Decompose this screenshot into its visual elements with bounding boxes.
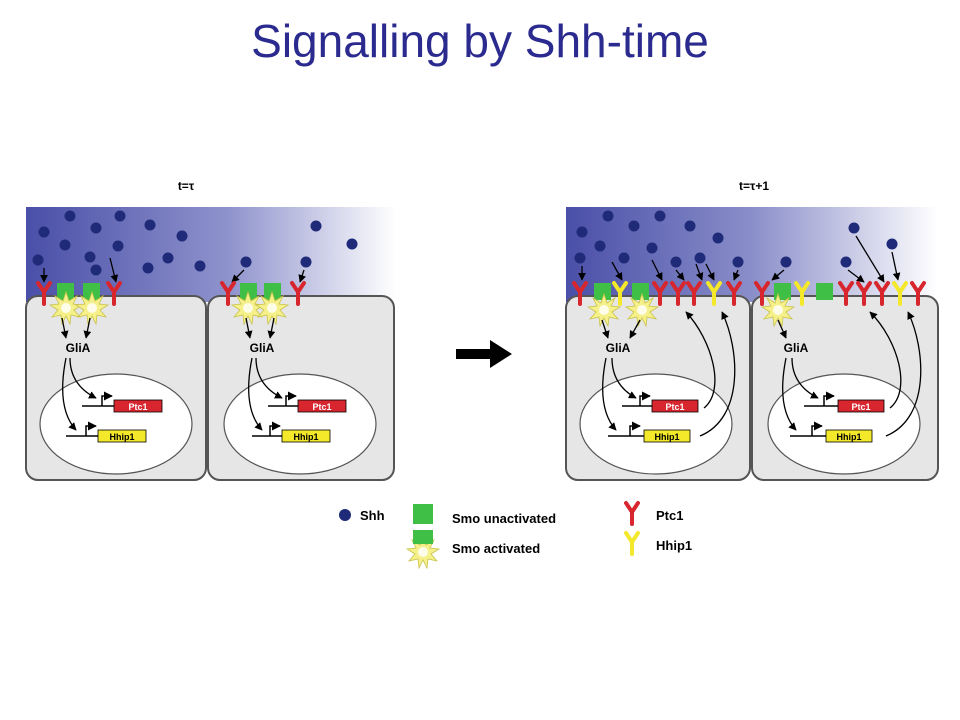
- ptc1-icon: [624, 501, 640, 526]
- svg-text:Ptc1: Ptc1: [665, 402, 684, 412]
- svg-text:Hhip1: Hhip1: [109, 432, 134, 442]
- gene-hhip1: Hhip1: [790, 421, 873, 443]
- shh-legend-icon: [339, 509, 351, 521]
- svg-text:Ptc1: Ptc1: [128, 402, 147, 412]
- svg-text:Hhip1: Hhip1: [836, 432, 861, 442]
- gene-ptc1: Ptc1: [804, 391, 885, 413]
- glia-label: GliA: [784, 341, 809, 355]
- panel-right-label: t=τ+1: [739, 179, 769, 193]
- shh-particles-left: [32, 210, 358, 276]
- nucleus-right-1: [579, 373, 733, 475]
- legend-smo-activated: Smo activated: [452, 541, 540, 556]
- svg-text:Ptc1: Ptc1: [851, 402, 870, 412]
- time-step-arrow: [456, 340, 512, 368]
- legend-shh: Shh: [360, 508, 385, 523]
- shh-gradient-left: [26, 207, 396, 302]
- panel-left: t=τ: [25, 179, 396, 481]
- legend-smo-unactivated: Smo unactivated: [452, 511, 556, 526]
- svg-text:Hhip1: Hhip1: [654, 432, 679, 442]
- legend: Shh Smo unactivated Smo activated Ptc1 H…: [339, 501, 692, 569]
- gene-hhip1: Hhip1: [252, 421, 331, 443]
- hhip1-icon: [624, 531, 640, 556]
- glia-label: GliA: [66, 341, 91, 355]
- panel-right: t=τ+1: [565, 179, 939, 481]
- gene-hhip1: Hhip1: [608, 421, 691, 443]
- gene-ptc1: Ptc1: [622, 391, 699, 413]
- glia-label: GliA: [250, 341, 275, 355]
- smo-activated-icon: [406, 530, 440, 569]
- legend-hhip1: Hhip1: [656, 538, 692, 553]
- glia-label: GliA: [606, 341, 631, 355]
- gene-ptc1: Ptc1: [82, 391, 163, 413]
- panel-left-label: t=τ: [178, 179, 195, 193]
- smo-unactivated-icon: [413, 504, 433, 524]
- slide-title: Signalling by Shh-time: [251, 15, 709, 67]
- svg-text:Hhip1: Hhip1: [293, 432, 318, 442]
- gene-ptc1: Ptc1: [268, 391, 347, 413]
- nucleus-left-2: [223, 373, 377, 475]
- nucleus-right-2: [767, 373, 921, 475]
- shh-particles-right: [574, 210, 898, 268]
- nucleus-left-1: [39, 373, 193, 475]
- gene-hhip1: Hhip1: [66, 421, 147, 443]
- legend-ptc1: Ptc1: [656, 508, 683, 523]
- svg-text:Ptc1: Ptc1: [312, 402, 331, 412]
